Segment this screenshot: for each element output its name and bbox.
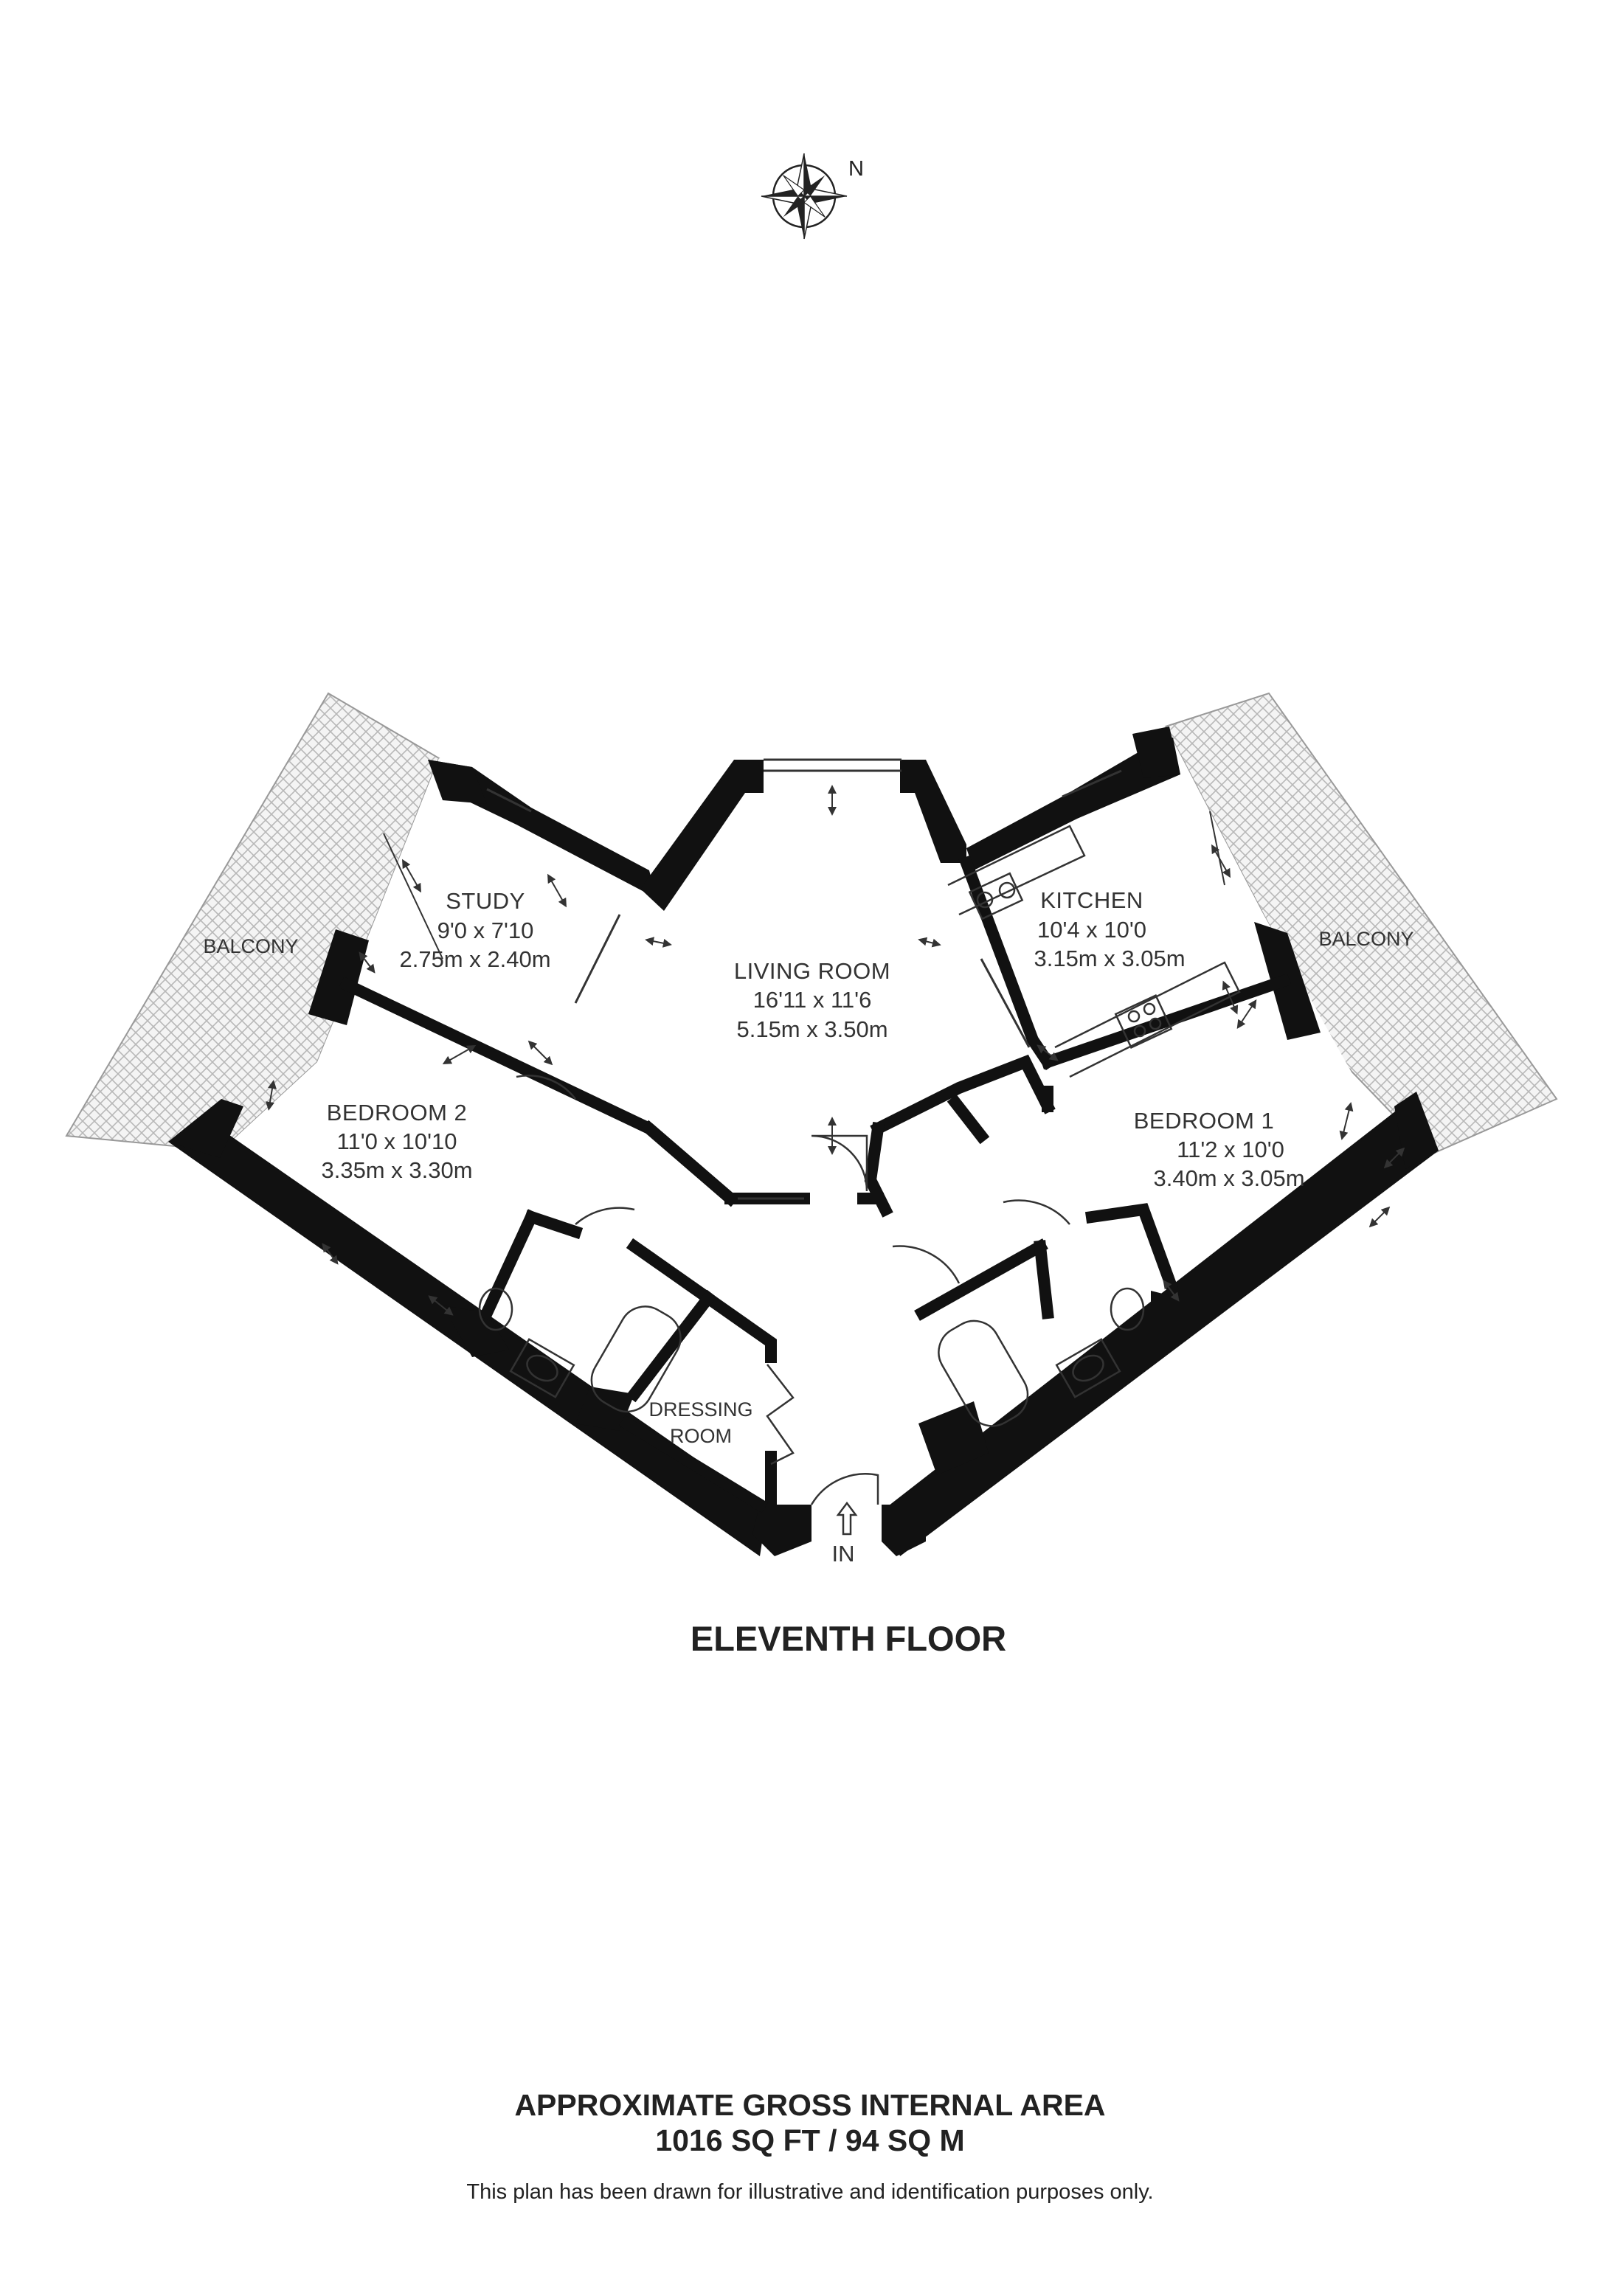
room-living-room: LIVING ROOM 16'11 x 11'6 5.15m x 3.50m <box>734 958 890 1042</box>
bedroom-2-dim-metric: 3.35m x 3.30m <box>321 1157 472 1183</box>
living-room-dim-imperial: 16'11 x 11'6 <box>753 987 872 1013</box>
room-bedroom-2: BEDROOM 2 11'0 x 10'10 3.35m x 3.30m <box>321 1100 472 1183</box>
kitchen-dim-metric: 3.15m x 3.05m <box>1034 946 1185 971</box>
fixtures <box>383 758 1241 1427</box>
room-bedroom-1: BEDROOM 1 11'2 x 10'0 3.40m x 3.05m <box>1134 1108 1305 1191</box>
disclaimer-text: This plan has been drawn for illustrativ… <box>466 2180 1153 2204</box>
kitchen-dim-imperial: 10'4 x 10'0 <box>1037 917 1146 943</box>
living-room-name: LIVING ROOM <box>734 958 890 984</box>
balcony-right-label: BALCONY <box>1318 928 1413 950</box>
gross-area-title: APPROXIMATE GROSS INTERNAL AREA <box>514 2088 1105 2122</box>
gross-area-value: 1016 SQ FT / 94 SQ M <box>655 2123 964 2157</box>
dimension-arrows <box>266 785 1405 1316</box>
bedroom-1-name: BEDROOM 1 <box>1134 1108 1275 1134</box>
room-kitchen: KITCHEN 10'4 x 10'0 3.15m x 3.05m <box>1034 887 1185 971</box>
kitchen-name: KITCHEN <box>1040 887 1143 913</box>
room-dressing-room: DRESSING ROOM <box>648 1398 752 1447</box>
study-name: STUDY <box>446 888 525 914</box>
door-swings <box>516 1075 1070 1505</box>
bedroom-1-dim-imperial: 11'2 x 10'0 <box>1177 1137 1284 1162</box>
room-study: STUDY 9'0 x 7'10 2.75m x 2.40m <box>399 888 550 972</box>
floor-title: ELEVENTH FLOOR <box>691 1619 1006 1658</box>
bedroom-2-dim-imperial: 11'0 x 10'10 <box>337 1128 457 1154</box>
entrance-arrow-icon <box>836 1501 858 1536</box>
dressing-room-name-line2: ROOM <box>670 1425 732 1447</box>
balcony-left-label: BALCONY <box>203 935 298 957</box>
apartment-floor <box>177 726 1387 1541</box>
bedroom-1-dim-metric: 3.40m x 3.05m <box>1153 1165 1304 1191</box>
study-dim-metric: 2.75m x 2.40m <box>399 946 550 972</box>
study-dim-imperial: 9'0 x 7'10 <box>437 918 534 943</box>
living-room-dim-metric: 5.15m x 3.50m <box>736 1016 887 1042</box>
compass-rose-icon <box>761 153 848 240</box>
internal-walls <box>339 855 1292 1513</box>
dressing-room-name-line1: DRESSING <box>648 1398 752 1421</box>
compass-north-label: N <box>848 157 864 181</box>
entrance-label: IN <box>832 1541 855 1567</box>
bedroom-2-name: BEDROOM 2 <box>327 1100 468 1126</box>
